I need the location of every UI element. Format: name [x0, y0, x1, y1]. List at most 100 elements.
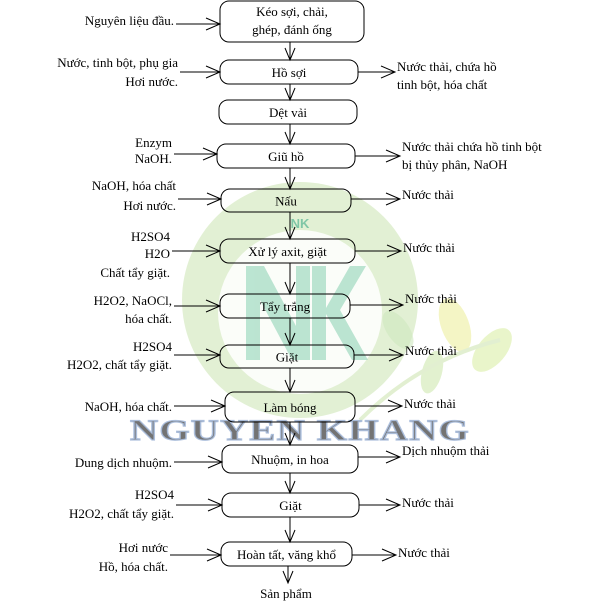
input-arrowhead-icon: [205, 299, 222, 313]
watermark: NK NGUYEN KHANG: [129, 182, 512, 448]
input-group: H2O2, NaOCl, hóa chất.: [94, 293, 222, 326]
output-group: Nước thải, chứa hồ tinh bột, hóa chất: [358, 59, 497, 92]
input-label: Nguyên liệu đầu.: [85, 13, 174, 28]
input-label: hóa chất.: [125, 311, 172, 326]
input-arrowhead-icon: [205, 244, 222, 258]
input-label: Nước, tinh bột, phụ gia: [57, 55, 178, 70]
output-group: Nước thải: [352, 545, 450, 562]
process-label: Dệt vải: [269, 105, 307, 120]
final-product: Sản phẩm: [260, 566, 312, 601]
output-group: Nước thải: [351, 187, 454, 206]
output-arrowhead-icon: [381, 548, 398, 562]
input-label: H2SO4: [135, 487, 175, 502]
input-label: NaOH, hóa chất.: [85, 399, 172, 414]
input-label: H2O2, NaOCl,: [94, 293, 172, 308]
input-label: H2O: [145, 246, 170, 261]
output-label: tinh bột, hóa chất: [397, 77, 488, 92]
input-label: NaOH.: [135, 151, 172, 166]
process-label: Nấu: [275, 194, 297, 209]
input-arrowhead-icon: [207, 498, 224, 512]
process-label: Xử lý axit, giặt: [248, 244, 327, 259]
output-group: Dịch nhuộm thải: [358, 443, 490, 464]
process-box: [220, 541, 353, 567]
process-label: Hoàn tất, văng khổ: [237, 547, 336, 562]
output-label: Nước thải: [398, 545, 450, 560]
output-label: Nước thải: [403, 240, 455, 255]
process-box: [218, 99, 358, 125]
process-box: [219, 0, 365, 43]
input-arrowhead-icon: [205, 17, 222, 31]
process-label: Kéo sợi, chải,: [256, 4, 328, 19]
input-label: H2SO4: [133, 339, 173, 354]
input-arrowhead-icon: [206, 548, 223, 562]
output-label: Nước thải chứa hồ tinh bột: [402, 139, 542, 154]
input-label: H2O2, chất tẩy giặt.: [67, 357, 172, 372]
input-label: Enzym: [135, 135, 172, 150]
output-label: Nước thải: [405, 343, 457, 358]
process-box: [219, 344, 355, 369]
output-group: Nước thải: [350, 291, 457, 312]
output-arrowhead-icon: [385, 149, 402, 163]
watermark-monogram: NK: [291, 216, 310, 231]
process-label: ghép, đánh ống: [252, 22, 332, 37]
input-label: Hơi nước.: [125, 74, 178, 89]
final-product-label: Sản phẩm: [260, 586, 312, 601]
process-label: Giặt: [276, 350, 299, 365]
input-group: Dung dịch nhuộm.: [75, 455, 224, 470]
input-label: Chất tẩy giặt.: [100, 265, 170, 280]
output-label: bị thủy phân, NaOH: [402, 157, 507, 172]
process-step-det-vai: Dệt vải: [218, 99, 358, 146]
output-label: Nước thải: [402, 187, 454, 202]
output-label: Nước thải: [402, 495, 454, 510]
output-group: Nước thải: [355, 240, 455, 258]
input-group: Nguyên liệu đầu.: [85, 13, 222, 31]
output-group: Nước thải: [355, 396, 456, 413]
watermark-leaves: [358, 298, 512, 422]
output-arrowhead-icon: [388, 298, 405, 312]
input-arrowhead-icon: [207, 455, 224, 469]
input-label: Hồ, hóa chất.: [99, 559, 168, 574]
output-label: Nước thải, chứa hồ: [397, 59, 497, 74]
input-label: Hơi nước: [119, 540, 169, 555]
process-step-nhuom: Nhuộm, in hoa Dung dịch nhuộm. Dịch nhuộm …: [75, 443, 490, 495]
output-group: Nước thải: [359, 495, 454, 512]
output-arrowhead-icon: [385, 192, 402, 206]
input-arrowhead-icon: [210, 399, 227, 413]
arrowhead-down-icon: [282, 570, 294, 585]
input-group: NaOH, hóa chất.: [85, 399, 227, 414]
output-group: Nước thải chứa hồ tinh bột bị thủy phân, …: [355, 139, 542, 172]
output-arrowhead-icon: [387, 399, 404, 413]
output-arrowhead-icon: [380, 65, 397, 79]
process-label: Nhuộm, in hoa: [251, 452, 329, 467]
input-arrowhead-icon: [206, 192, 223, 206]
input-label: H2O2, chất tẩy giặt.: [69, 506, 174, 521]
output-arrowhead-icon: [388, 348, 405, 362]
input-label: NaOH, hóa chất: [92, 178, 176, 193]
input-arrowhead-icon: [205, 65, 222, 79]
input-label: Dung dịch nhuộm.: [75, 455, 172, 470]
input-arrowhead-icon: [202, 147, 219, 161]
process-label: Làm bóng: [263, 400, 317, 415]
output-arrowhead-icon: [385, 450, 402, 464]
watermark-text: NGUYEN KHANG: [130, 414, 470, 447]
output-arrowhead-icon: [385, 498, 402, 512]
process-box: [220, 188, 352, 213]
process-step-keo-soi: Kéo sợi, chải, ghép, đánh ống Nguyên liệu …: [85, 0, 365, 62]
process-label: Giặt: [279, 498, 302, 513]
input-arrowhead-icon: [205, 348, 222, 362]
output-label: Nước thải: [405, 291, 457, 306]
